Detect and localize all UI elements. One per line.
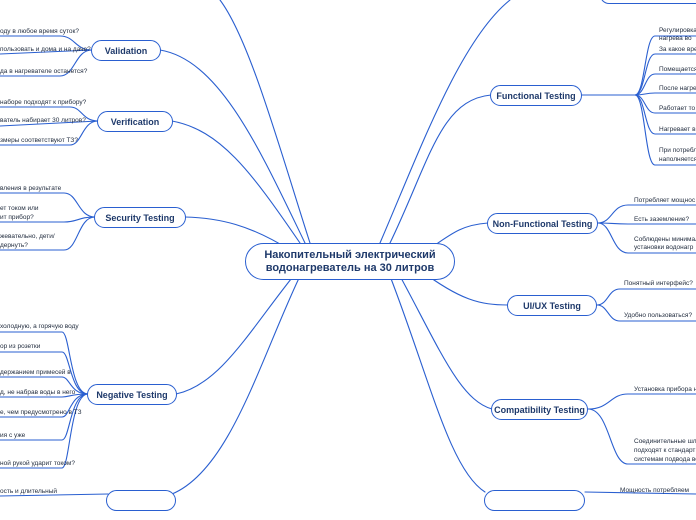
leaf-text: наполняется (659, 156, 696, 163)
central-topic-title: Накопительный электрический водонагреват… (264, 248, 436, 274)
branch-ui-ux-testing[interactable]: UI/UX Testing (507, 295, 597, 316)
branch-left-bottom[interactable] (106, 490, 176, 511)
leaf-text: Понятный интерфейс? (624, 280, 693, 287)
branch-negative-testing[interactable]: Negative Testing (87, 384, 177, 405)
branch-ui-ux-testing-label: UI/UX Testing (523, 300, 581, 311)
leaf-text: Мощность потребляем (620, 487, 690, 494)
leaf-text: да в нагревателе останется? (0, 68, 88, 75)
leaf-text: При потребл (659, 147, 696, 154)
branch-validation[interactable]: Validation (91, 40, 161, 61)
leaf-text: Соединительные шл (634, 438, 696, 445)
leaf-text: Соблюдены минимал (634, 236, 696, 243)
leaf-text: Нагревает в (659, 126, 696, 133)
leaf-text: Есть заземление? (634, 216, 690, 223)
branch-negative-testing-label: Negative Testing (96, 389, 168, 400)
leaf-text: Установка прибора н (634, 386, 696, 393)
leaf-text: ит прибор? (0, 214, 34, 221)
leaf-text: наборе подходят к прибору? (0, 99, 87, 106)
leaf-text: е, чем предусмотрено в ТЗ (0, 409, 82, 416)
branch-right-top[interactable] (600, 0, 696, 4)
branch-right-bottom[interactable] (484, 490, 585, 511)
leaf-text: подходят к стандарт (634, 447, 696, 454)
leaf-text: ной рукой ударит током? (0, 460, 76, 467)
leaf-text: д, не набрав воды в него (0, 389, 76, 396)
branch-verification-label: Verification (110, 116, 160, 127)
branch-functional-testing-label: Functional Testing (496, 90, 576, 101)
branch-validation-label: Validation (104, 45, 148, 56)
leaf-text: холодную, а горячую воду (0, 323, 79, 330)
leaf-text: ость и длительный (0, 488, 58, 495)
branch-security-testing[interactable]: Security Testing (94, 207, 186, 228)
leaf-text: держанием примесей в (0, 369, 71, 376)
leaf-text: оду в любое время суток? (0, 28, 79, 35)
branch-non-functional-testing[interactable]: Non-Functional Testing (487, 213, 598, 234)
branch-security-testing-label: Security Testing (105, 212, 175, 223)
leaf-text: установки водонагр (634, 244, 694, 251)
branch-compatibility-testing-label: Compatibility Testing (494, 404, 585, 415)
branch-non-functional-testing-label: Non-Functional Testing (492, 218, 593, 229)
leaf-text: Помещается (659, 66, 696, 73)
leaf-text: вления в результате (0, 185, 62, 192)
leaf-text: дернуть? (0, 242, 28, 249)
central-topic[interactable]: Накопительный электрический водонагреват… (245, 243, 455, 280)
leaf-text: Регулировка (659, 27, 696, 34)
leaf-text: Потребляет мощнос (634, 197, 696, 204)
leaf-text: ор из розетки (0, 343, 41, 350)
leaf-text: жевательно, дети/ (0, 233, 55, 240)
leaf-text: змеры соответствуют ТЗ? (0, 137, 78, 144)
leaf-text: ватель набирает 30 литров? (0, 117, 86, 124)
leaf-text: пользовать и дома и на даче? (0, 46, 91, 53)
branch-verification[interactable]: Verification (97, 111, 173, 132)
leaf-text: системам подвода во (634, 456, 696, 463)
leaf-text: После нагре (659, 85, 696, 92)
branch-functional-testing[interactable]: Functional Testing (490, 85, 582, 106)
leaf-text: За какое врем (659, 46, 696, 53)
leaf-text: Удобно пользоваться? (624, 312, 693, 319)
leaf-text: нагрева во (659, 35, 692, 42)
branch-compatibility-testing[interactable]: Compatibility Testing (491, 399, 588, 420)
leaf-text: Работает то (659, 105, 696, 112)
leaf-text: ет током или (0, 205, 39, 212)
leaf-text: ия с уже (0, 432, 26, 439)
